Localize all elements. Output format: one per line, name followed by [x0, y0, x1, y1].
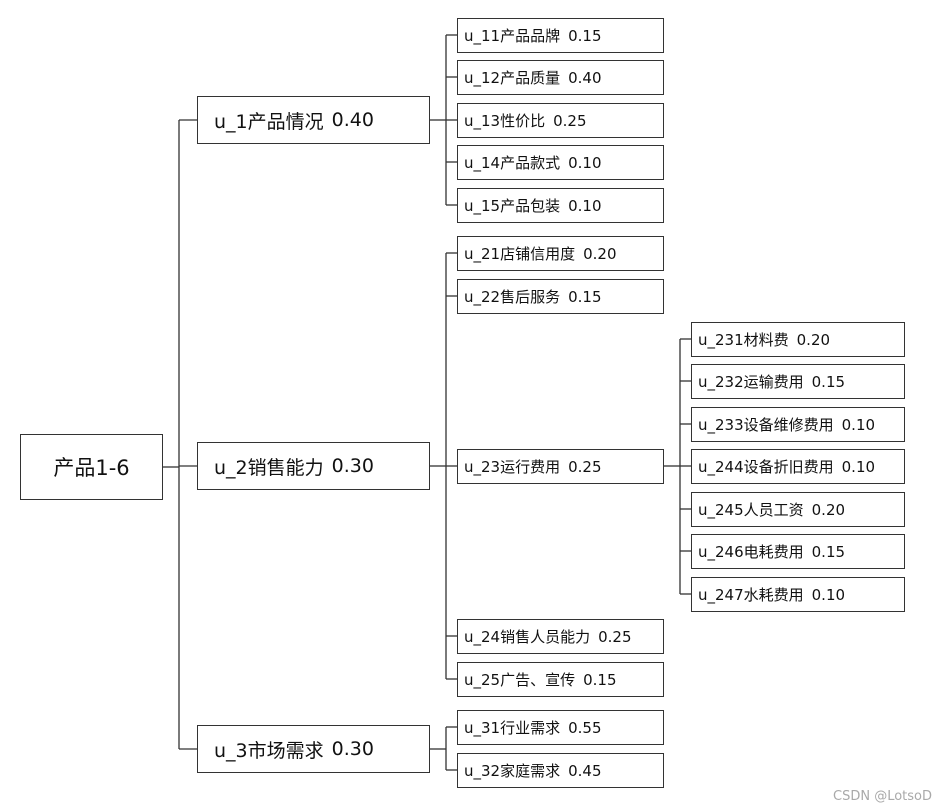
node-name: u_246电耗费用 [698, 543, 804, 561]
node-u31: u_31行业需求 0.55 [457, 710, 664, 745]
watermark-text: CSDN @LotsoD [833, 789, 932, 804]
node-u23: u_23运行费用 0.25 [457, 449, 664, 484]
node-weight: 0.25 [598, 627, 632, 646]
node-weight: 0.25 [553, 111, 587, 130]
node-name: u_244设备折旧费用 [698, 458, 834, 476]
node-name: u_233设备维修费用 [698, 416, 834, 434]
node-weight: 0.10 [568, 153, 602, 172]
node-u247: u_247水耗费用 0.10 [691, 577, 905, 612]
node-u25: u_25广告、宣传 0.15 [457, 662, 664, 697]
node-u2: u_2销售能力 0.30 [197, 442, 430, 490]
node-u245: u_245人员工资 0.20 [691, 492, 905, 527]
node-name: u_13性价比 [464, 112, 546, 130]
node-weight: 0.20 [811, 500, 846, 519]
node-name: u_24销售人员能力 [464, 628, 591, 646]
node-name: u_14产品款式 [464, 154, 561, 172]
node-u32: u_32家庭需求 0.45 [457, 753, 664, 788]
node-name: u_22售后服务 [464, 288, 561, 306]
node-weight: 0.10 [568, 196, 602, 215]
node-weight: 0.15 [811, 372, 846, 391]
node-u13: u_13性价比 0.25 [457, 103, 664, 138]
node-u12: u_12产品质量 0.40 [457, 60, 664, 95]
node-weight: 0.20 [583, 244, 617, 263]
node-u231: u_231材料费 0.20 [691, 322, 905, 357]
node-weight: 0.55 [568, 718, 602, 737]
node-weight: 0.15 [568, 26, 602, 45]
node-name: u_21店铺信用度 [464, 245, 576, 263]
node-u24: u_24销售人员能力 0.25 [457, 619, 664, 654]
node-name: u_1产品情况 [214, 110, 324, 133]
node-u11: u_11产品品牌 0.15 [457, 18, 664, 53]
node-u246: u_246电耗费用 0.15 [691, 534, 905, 569]
node-weight: 0.15 [568, 287, 602, 306]
node-name: u_2销售能力 [214, 456, 324, 479]
node-u233: u_233设备维修费用 0.10 [691, 407, 905, 442]
root-node: 产品1-6 [20, 434, 163, 500]
node-name: u_32家庭需求 [464, 762, 561, 780]
node-weight: 0.15 [811, 542, 846, 561]
node-name: u_3市场需求 [214, 739, 324, 762]
node-weight: 0.20 [796, 330, 831, 349]
node-weight: 0.45 [568, 761, 602, 780]
node-name: u_25广告、宣传 [464, 671, 576, 689]
node-weight: 0.30 [331, 455, 374, 477]
node-weight: 0.10 [841, 457, 876, 476]
node-u244: u_244设备折旧费用 0.10 [691, 449, 905, 484]
node-weight: 0.40 [331, 109, 374, 131]
node-u15: u_15产品包装 0.10 [457, 188, 664, 223]
node-u232: u_232运输费用 0.15 [691, 364, 905, 399]
node-u22: u_22售后服务 0.15 [457, 279, 664, 314]
node-name: u_23运行费用 [464, 458, 561, 476]
node-name: u_231材料费 [698, 331, 789, 349]
node-name: u_31行业需求 [464, 719, 561, 737]
node-name: u_12产品质量 [464, 69, 561, 87]
node-u1: u_1产品情况 0.40 [197, 96, 430, 144]
node-name: u_245人员工资 [698, 501, 804, 519]
node-weight: 0.25 [568, 457, 602, 476]
node-weight: 0.10 [811, 585, 846, 604]
node-u21: u_21店铺信用度 0.20 [457, 236, 664, 271]
node-weight: 0.40 [568, 68, 602, 87]
node-u14: u_14产品款式 0.10 [457, 145, 664, 180]
node-name: u_15产品包装 [464, 197, 561, 215]
node-u3: u_3市场需求 0.30 [197, 725, 430, 773]
node-weight: 0.30 [331, 738, 374, 760]
node-weight: 0.15 [583, 670, 617, 689]
node-name: u_11产品品牌 [464, 27, 561, 45]
node-name: u_247水耗费用 [698, 586, 804, 604]
node-name: u_232运输费用 [698, 373, 804, 391]
node-weight: 0.10 [841, 415, 876, 434]
root-label: 产品1-6 [53, 456, 130, 480]
